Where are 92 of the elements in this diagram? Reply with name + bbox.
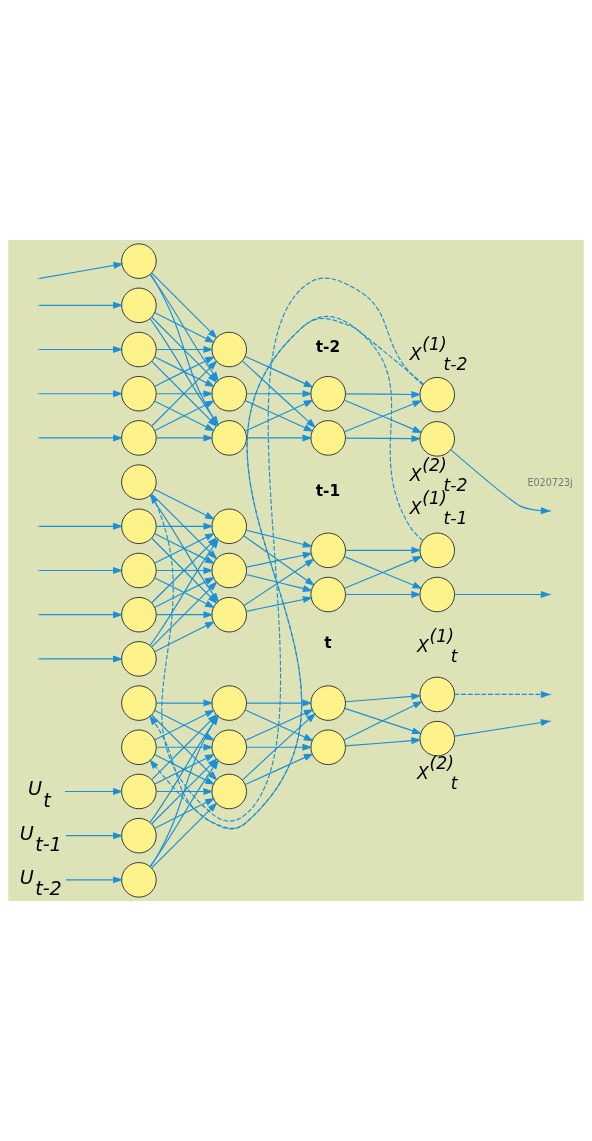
- node-circle: [211, 420, 247, 456]
- arrow: [343, 700, 424, 741]
- arrow: [245, 551, 313, 568]
- node-circle: [121, 641, 157, 677]
- arrow: [241, 360, 317, 429]
- arrow: [345, 546, 422, 554]
- arrow: [155, 611, 214, 619]
- node-circle: [310, 576, 346, 613]
- arrow: [39, 567, 124, 574]
- node-circle: [121, 773, 157, 810]
- node-circle: [419, 676, 455, 713]
- node-circle: [121, 817, 157, 854]
- node-circle: [310, 420, 346, 456]
- arrow: [155, 743, 214, 751]
- node-circle: [121, 552, 157, 589]
- node-circle: [121, 862, 157, 898]
- arrow: [65, 832, 124, 840]
- node-circle: [211, 552, 247, 589]
- arrow: [343, 556, 423, 589]
- arrow: [154, 489, 216, 520]
- label: t-1: [315, 482, 341, 501]
- arrow: [244, 355, 314, 388]
- node-circle: [121, 685, 157, 721]
- arrow: [39, 390, 124, 398]
- arrow: [243, 558, 315, 607]
- arrow: [246, 434, 313, 442]
- node-circle: [121, 331, 157, 368]
- arrow: [39, 655, 124, 663]
- arrow: [155, 346, 214, 354]
- node-circle: [310, 729, 346, 766]
- node-circle: [121, 375, 157, 412]
- arrow: [345, 591, 422, 599]
- arrow: [345, 390, 422, 398]
- node-circle: [121, 420, 157, 456]
- arrow: [39, 434, 124, 442]
- node-circle: [121, 287, 157, 324]
- node-circle: [211, 729, 247, 766]
- node-circle: [419, 376, 455, 413]
- node-circle: [211, 685, 247, 721]
- arrow: [241, 712, 317, 781]
- node-circle: [211, 375, 247, 412]
- arrow: [245, 529, 313, 548]
- arrow: [39, 346, 124, 354]
- node-circle: [121, 243, 157, 279]
- arrow: [246, 699, 313, 707]
- label: E020723j: [527, 477, 573, 489]
- arrow: [151, 802, 218, 869]
- node-circle: [419, 576, 455, 613]
- arrow: [64, 787, 124, 795]
- node-circle: [211, 596, 247, 633]
- arrow: [155, 522, 214, 530]
- arrow: [246, 390, 313, 398]
- arrow: [345, 737, 422, 747]
- arrow: [39, 261, 124, 279]
- arrow: [39, 301, 124, 309]
- arrow: [155, 390, 214, 398]
- node-circle: [419, 532, 455, 569]
- node-circle: [211, 331, 247, 368]
- arrow: [155, 434, 214, 442]
- arrow: [243, 535, 316, 586]
- arrow: [245, 573, 313, 592]
- node-circle: [211, 773, 247, 810]
- node-circle: [419, 720, 455, 757]
- label: t-2: [315, 338, 341, 357]
- arrow: [65, 876, 124, 884]
- arrow: [39, 522, 124, 530]
- arrow: [154, 312, 216, 343]
- arrow: [155, 787, 214, 795]
- node-circle: [211, 508, 247, 545]
- node-circle: [121, 729, 157, 766]
- arrow: [155, 699, 214, 707]
- arrow: [245, 596, 313, 612]
- node-circle: [310, 685, 346, 721]
- node-circle: [310, 532, 346, 569]
- arrow: [155, 567, 214, 574]
- arrow: [450, 449, 551, 515]
- arrow: [454, 719, 551, 737]
- arrow: [244, 753, 314, 786]
- node-circle: [310, 375, 346, 412]
- arrow: [345, 435, 422, 443]
- arrow: [154, 798, 216, 829]
- node-circle: [121, 596, 157, 633]
- arrow: [246, 743, 313, 751]
- arrow: [345, 692, 422, 703]
- label: t: [324, 634, 332, 653]
- arrow: [151, 272, 218, 339]
- arrow: [344, 707, 423, 735]
- node-circle: [419, 421, 455, 457]
- node-circle: [121, 464, 157, 500]
- arrow: [39, 611, 124, 619]
- arrow: [154, 621, 216, 652]
- node-circle: [121, 508, 157, 545]
